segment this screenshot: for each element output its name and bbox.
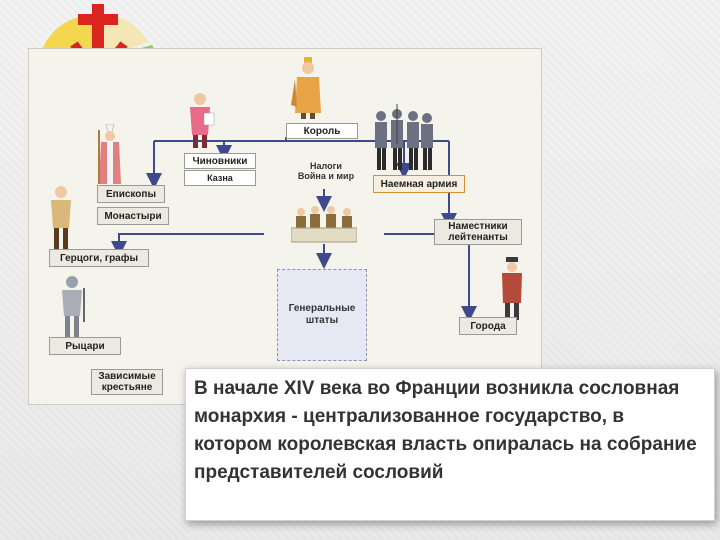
- knight-figure-icon: [57, 274, 87, 342]
- official-figure-icon: [184, 91, 216, 149]
- assembly-figure-icon: [291, 204, 357, 244]
- mercenary-army-text: Наемная армия: [381, 179, 458, 190]
- king-label: Король: [286, 123, 358, 139]
- knights-text: Рыцари: [65, 341, 104, 352]
- caption-text: В начале XIV века во Франции возникла со…: [194, 378, 697, 483]
- monasteries-text: Монастыри: [104, 211, 161, 222]
- officials-text: Чиновники: [193, 156, 248, 167]
- knights-label: Рыцари: [49, 337, 121, 355]
- estates-general-box: Генеральные штаты: [277, 269, 367, 361]
- king-figure-icon: [291, 57, 325, 119]
- dukes-counts-text: Герцоги, графы: [60, 253, 138, 264]
- duke-figure-icon: [47, 184, 75, 254]
- taxes-note: Налоги Война и мир: [291, 161, 361, 181]
- bishops-label: Епископы: [97, 185, 165, 203]
- cities-label: Города: [459, 317, 517, 335]
- bishops-text: Епископы: [106, 189, 156, 200]
- officials-label: Чиновники: [184, 153, 256, 169]
- townsman-figure-icon: [499, 257, 525, 321]
- estates-diagram: Король Чиновники Казна Налоги Война и ми…: [28, 48, 542, 405]
- treasury-text: Казна: [207, 173, 233, 184]
- cities-text: Города: [470, 321, 505, 332]
- governors-text: Наместники лейтенанты: [448, 221, 507, 243]
- dukes-counts-label: Герцоги, графы: [49, 249, 149, 267]
- army-figure-icon: [369, 104, 439, 174]
- treasury-label: Казна: [184, 170, 256, 186]
- peasants-text: Зависимые крестьяне: [98, 371, 155, 393]
- mercenary-army-label: Наемная армия: [373, 175, 465, 193]
- king-text: Король: [304, 126, 341, 137]
- estates-general-text: Генеральные штаты: [289, 303, 356, 327]
- monasteries-label: Монастыри: [97, 207, 169, 225]
- caption-box: В начале XIV века во Франции возникла со…: [185, 368, 715, 521]
- governors-label: Наместники лейтенанты: [434, 219, 522, 245]
- bishop-figure-icon: [97, 124, 123, 186]
- peasants-label: Зависимые крестьяне: [91, 369, 163, 395]
